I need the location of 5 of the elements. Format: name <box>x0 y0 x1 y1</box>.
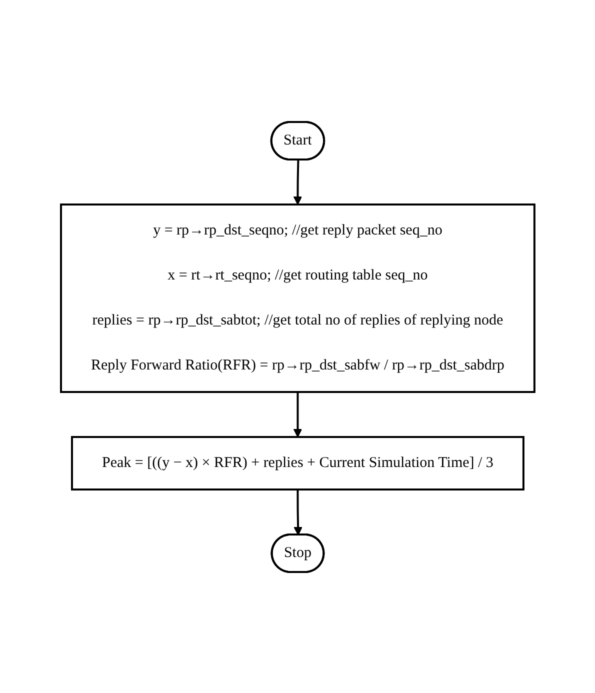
node-box: Peak = [((y − x) × RFR) + replies + Current Simulation Time] / 3 <box>70 436 524 490</box>
node-box: y = rp→rp_dst_seqno; //get reply packet seq_no x = rt→rt_seqno; //get routing table seq_no replies = rp→rp_dst_sabtot; //get total no of replies of replying node Reply Forward Ratio(RFR) = rp→rp_dst_sabfw / rp→rp_dst_sabdrp <box>60 203 536 392</box>
arrow <box>293 159 302 204</box>
arrow <box>293 392 302 437</box>
arrow <box>293 489 302 535</box>
